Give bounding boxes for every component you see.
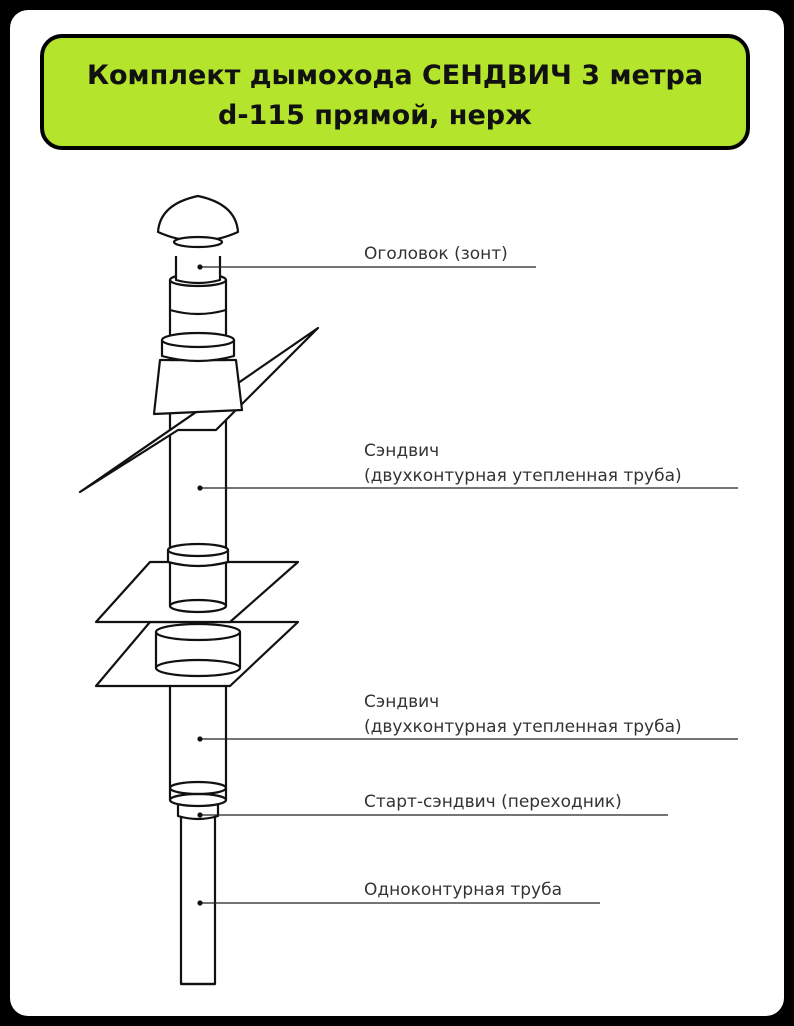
roof-flashing	[78, 326, 320, 494]
leader-dots	[197, 264, 203, 906]
title-banner: Комплект дымохода СЕНДВИЧ 3 метра d-115 …	[40, 34, 750, 150]
label-sandwich-bottom-desc: (двухконтурная утепленная труба)	[364, 717, 682, 737]
chimney-diagram: Оголовок (зонт) Сэндвич (двухконтурная у…	[78, 194, 738, 986]
label-cap: Оголовок (зонт)	[364, 244, 508, 264]
label-sandwich-bottom-title: Сэндвич	[364, 692, 439, 712]
label-single-wall: Одноконтурная труба	[364, 880, 562, 900]
cap-umbrella	[156, 194, 240, 249]
single-wall-pipe	[179, 814, 217, 986]
label-sandwich-top-title: Сэндвич	[364, 441, 439, 461]
label-start-adapter: Старт-сэндвич (переходник)	[364, 792, 622, 812]
title-line-1: Комплект дымохода СЕНДВИЧ 3 метра	[86, 60, 704, 91]
top-pipe-section	[160, 256, 236, 363]
label-sandwich-top-desc: (двухконтурная утепленная труба)	[364, 466, 682, 486]
diagram-card: Комплект дымохода СЕНДВИЧ 3 метра d-115 …	[10, 10, 784, 1016]
leader-lines	[200, 266, 738, 904]
upper-sandwich-pipe	[166, 408, 230, 614]
ceiling-collar	[154, 622, 242, 678]
title-line-2: d-115 прямой, нерж	[218, 100, 532, 131]
lower-sandwich-pipe	[168, 680, 228, 808]
